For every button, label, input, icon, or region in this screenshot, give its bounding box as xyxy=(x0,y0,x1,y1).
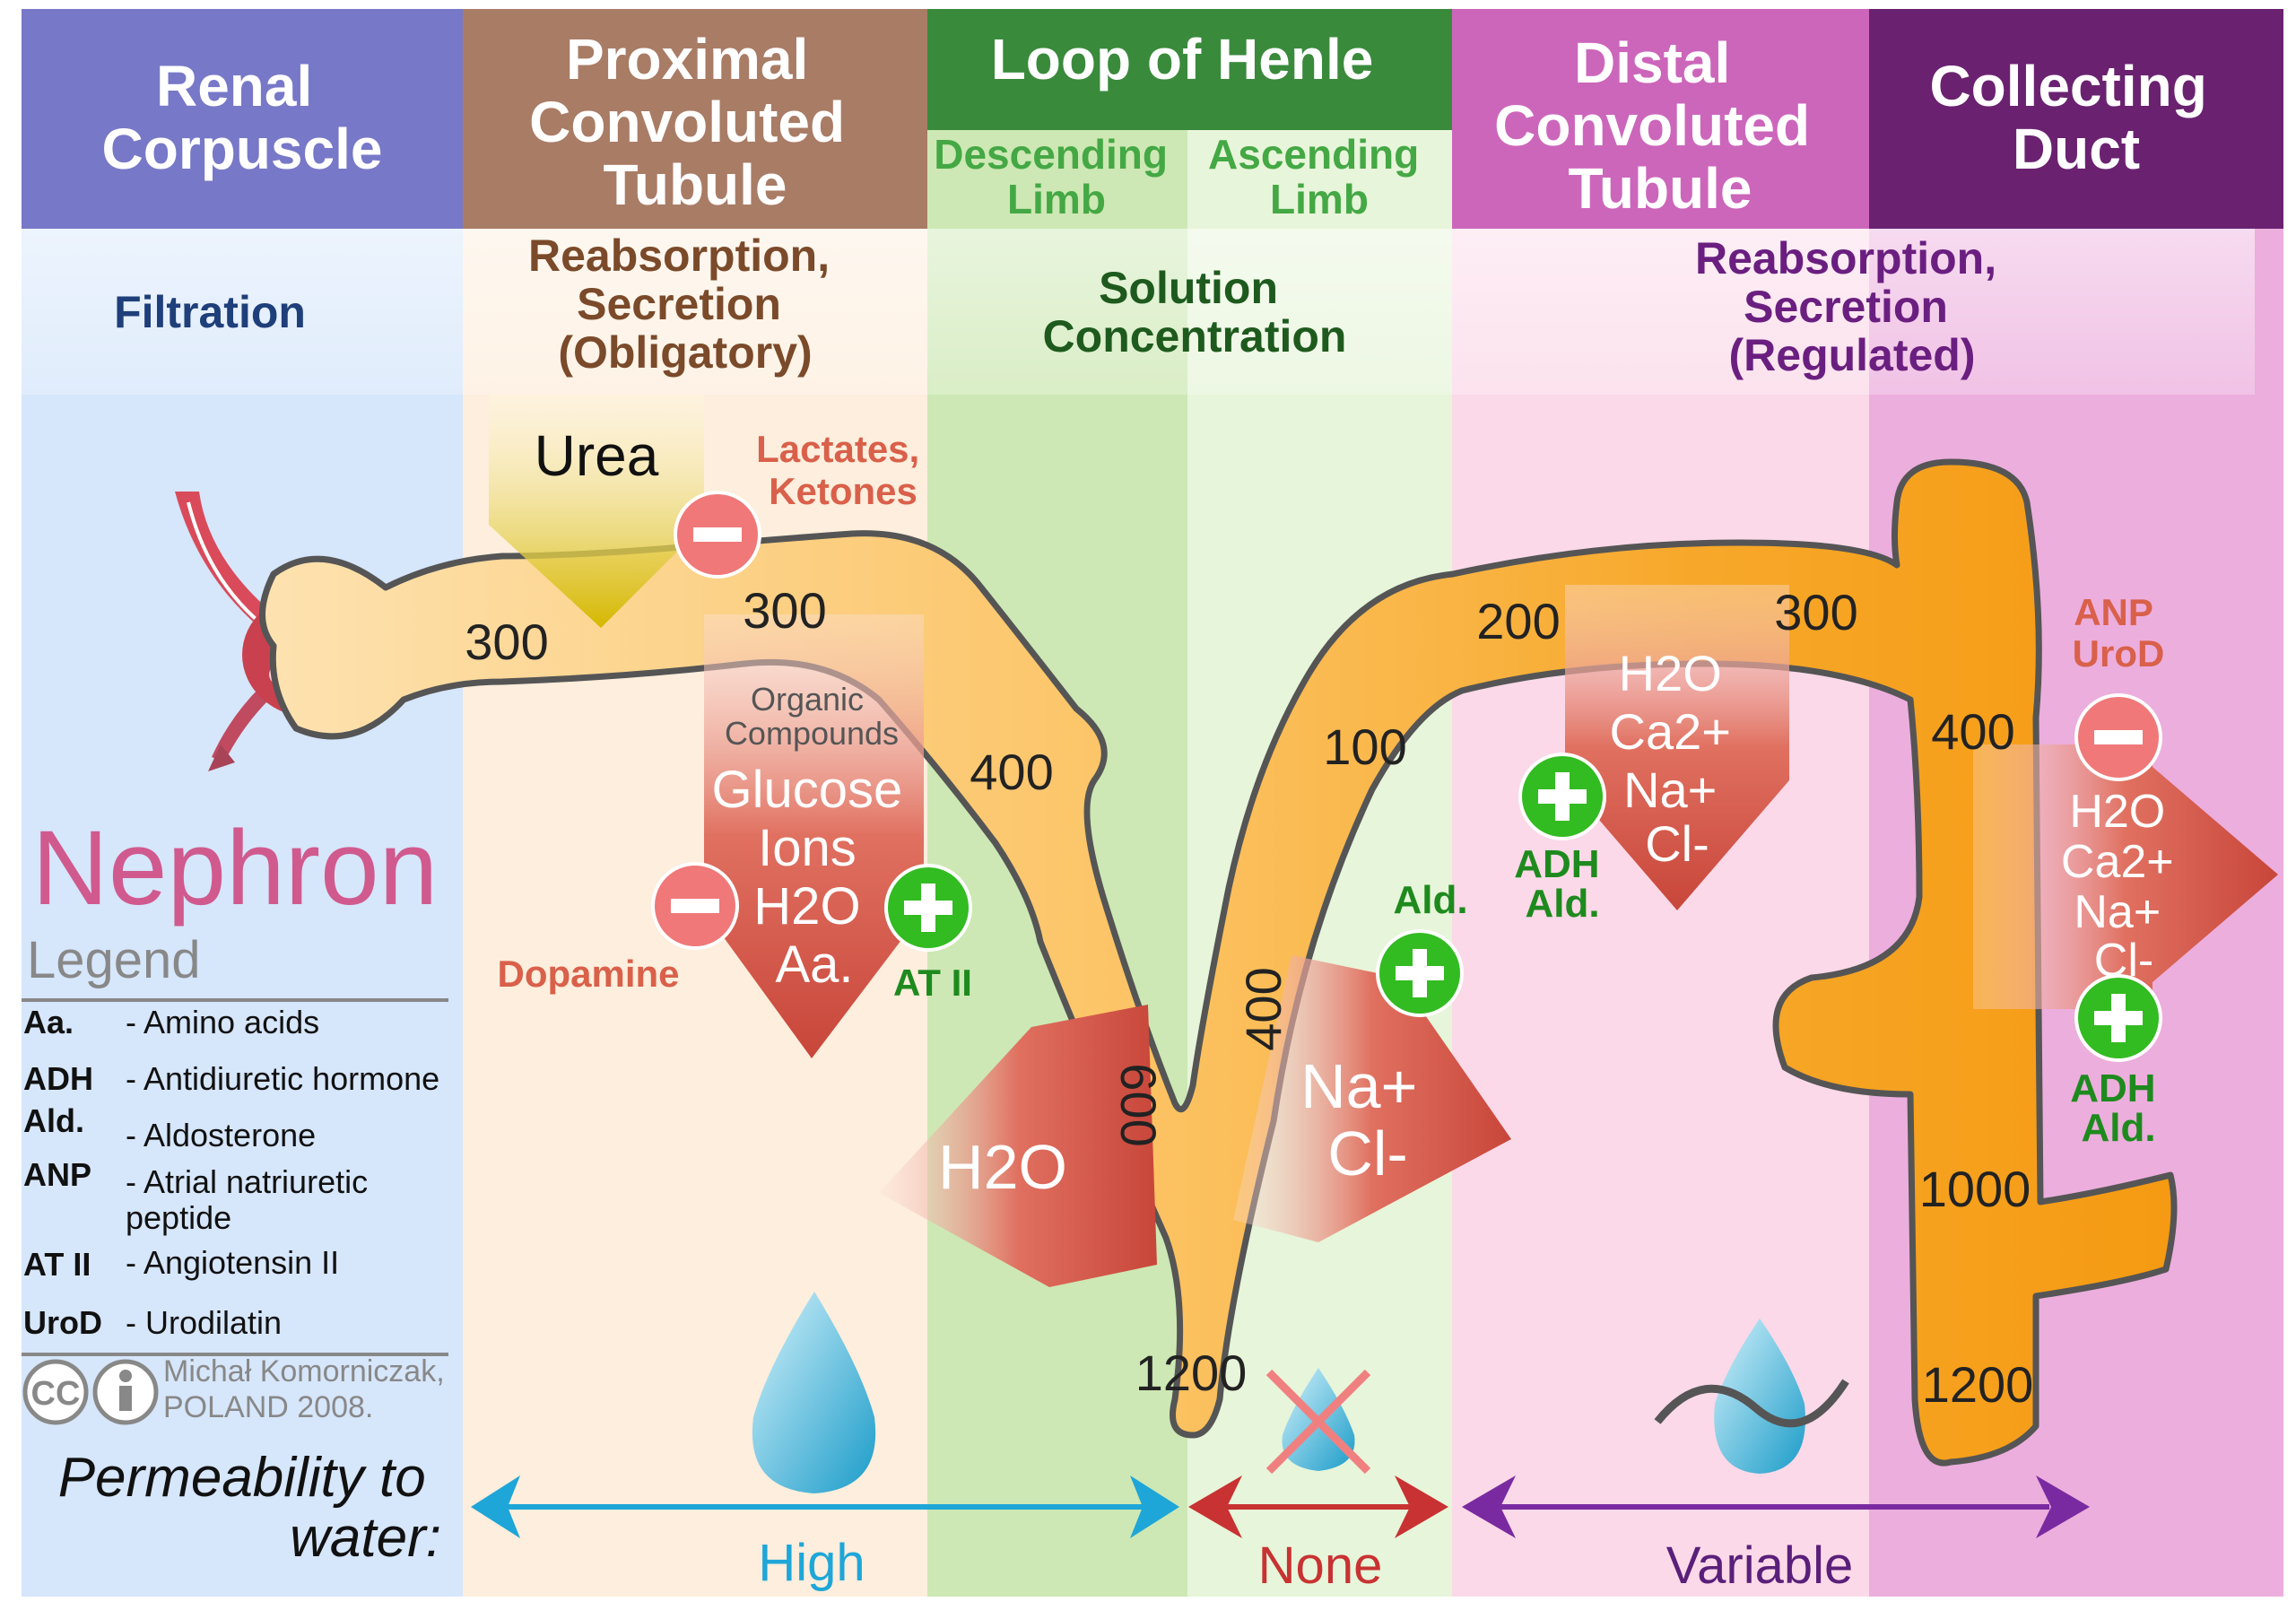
attribution-person-head xyxy=(119,1370,132,1382)
ald-loop-plus-v xyxy=(1413,949,1427,997)
variable-tilde-icon xyxy=(1654,1379,1849,1428)
lactates-ketones-label: Lactates, Ketones xyxy=(756,428,930,512)
collecting-substance-list: H2O Ca2+ Na+ Cl- xyxy=(2061,786,2187,987)
legend-desc-at2: - Angiotensin II xyxy=(126,1244,339,1281)
header-distal xyxy=(1452,9,1869,229)
adh-ald-distal-label: ADH Ald. xyxy=(1514,842,1611,926)
high-permeability-label: High xyxy=(758,1534,865,1592)
osmolarity-collecting-1200: 1200 xyxy=(1922,1356,2034,1413)
osmolarity-collecting-1000: 1000 xyxy=(1919,1161,2031,1217)
nacl-reabsorption-arrow xyxy=(1233,955,1511,1242)
header-distal-title: Distal Convoluted Tubule xyxy=(1494,30,1826,221)
legend-desc-ald: - Aldosterone xyxy=(126,1117,316,1153)
osmolarity-descending-600: 600 xyxy=(1110,1063,1167,1146)
osmolarity-collecting-400: 400 xyxy=(1931,703,2014,760)
at2-plus-v xyxy=(921,883,935,932)
arteriole-flow-arrow xyxy=(187,501,257,621)
renal-column-bg xyxy=(22,229,463,1597)
osmolarity-distal-200: 200 xyxy=(1476,593,1560,649)
arteriole-exit-arrow xyxy=(208,744,235,771)
no-water-cross-2 xyxy=(1265,1369,1371,1475)
nephron-title: Nephron xyxy=(32,809,439,927)
proximal-reabsorption-arrow xyxy=(704,614,924,1058)
header-ascending-limb: Ascending Limb xyxy=(1208,131,1431,222)
collecting-reabsorption-arrow xyxy=(1973,744,2278,1009)
legend-desc-urod: - Urodilatin xyxy=(126,1304,282,1341)
afferent-arteriole xyxy=(175,492,269,628)
water-drop-high-icon xyxy=(752,1292,876,1493)
legend-desc-anp-2: peptide xyxy=(126,1199,231,1236)
cc-license-icon xyxy=(22,1359,89,1425)
legend-abbr-at2: AT II xyxy=(23,1246,91,1283)
header-descending-limb: Descending Limb xyxy=(934,131,1179,222)
efferent-arteriole xyxy=(212,687,269,762)
distal-reabsorption-arrow xyxy=(1565,585,1789,910)
adh-ald-collecting-plus-v xyxy=(2111,994,2126,1042)
osmolarity-distal-300: 300 xyxy=(1774,584,1857,640)
high-arrowhead-left xyxy=(471,1475,520,1538)
urea-label: Urea xyxy=(535,423,659,488)
legend-desc-adh: - Antidiuretic hormone xyxy=(126,1060,439,1097)
urea-arrow xyxy=(489,395,704,628)
at2-label: AT II xyxy=(893,962,972,1004)
anp-urod-minus xyxy=(2094,730,2143,744)
ald-loop-label: Ald. xyxy=(1393,878,1467,922)
function-filtration: Filtration xyxy=(114,287,306,337)
water-reabsorption-arrow xyxy=(879,1005,1157,1287)
lactates-inhibit-minus xyxy=(693,527,742,542)
legend-abbr-ald: Ald. xyxy=(23,1102,84,1139)
osmolarity-ascending-100: 100 xyxy=(1323,718,1406,775)
header-renal xyxy=(22,9,463,229)
distal-substance-list: H2O Ca2+ Na+ Cl- xyxy=(1610,645,1745,872)
high-arrowhead-right xyxy=(1130,1475,1179,1538)
water-label: H2O xyxy=(938,1132,1067,1202)
variable-arrowhead-right xyxy=(2036,1475,2090,1538)
header-collecting xyxy=(1869,9,2283,229)
legend-abbr-aa: Aa. xyxy=(23,1004,74,1040)
cc-license-text: CC xyxy=(31,1375,81,1413)
function-band xyxy=(22,229,2255,395)
header-collecting-title: Collecting Duct xyxy=(1929,54,2222,181)
dopamine-inhibit-minus xyxy=(671,899,719,913)
none-arrowhead-left xyxy=(1188,1475,1242,1538)
credit-text: Michał Komorniczak, POLAND 2008. xyxy=(163,1354,453,1424)
header-henle-title: Loop of Henle xyxy=(991,27,1374,91)
none-permeability-label: None xyxy=(1258,1536,1383,1595)
variable-permeability-label: Variable xyxy=(1666,1536,1854,1595)
distal-column-bg xyxy=(1452,229,1869,1597)
anp-urod-label: ANP UroD xyxy=(2073,591,2165,675)
function-proximal: Reabsorption, Secretion (Obligatory) xyxy=(528,231,842,378)
osmolarity-descending-400: 400 xyxy=(970,744,1053,800)
header-proximal-title: Proximal Convoluted Tubule xyxy=(529,27,861,217)
water-drop-variable-icon xyxy=(1714,1319,1805,1474)
osmolarity-ascending-400: 400 xyxy=(1235,967,1292,1050)
legend-heading: Legend xyxy=(27,931,201,989)
function-distal: Reabsorption, Secretion (Regulated) xyxy=(1695,233,2009,380)
osmolarity-bottom: 1200 xyxy=(1135,1345,1248,1401)
adh-ald-distal-plus-v xyxy=(1555,772,1570,821)
adh-ald-collecting-label: ADH Ald. xyxy=(2070,1066,2167,1150)
osmolarity-proximal: 300 xyxy=(743,582,826,639)
variable-arrowhead-left xyxy=(1462,1475,1516,1538)
header-henle xyxy=(927,9,1452,130)
legend-abbr-adh: ADH xyxy=(23,1060,93,1097)
header-proximal xyxy=(463,9,927,229)
function-loop: Solution Concentration xyxy=(1043,263,1347,361)
legend-abbr-anp: ANP xyxy=(23,1156,91,1193)
header-renal-title: Renal Corpuscle xyxy=(102,54,383,181)
organic-compounds-label: Organic Compounds xyxy=(725,681,899,752)
legend-desc-anp: - Atrial natriuretic xyxy=(126,1163,368,1200)
permeability-label: Permeability to water: xyxy=(58,1447,441,1569)
legend-desc-aa: - Amino acids xyxy=(126,1004,319,1040)
attribution-person-body xyxy=(119,1386,132,1411)
proximal-substance-list: Glucose Ions H2O Aa. xyxy=(712,761,918,994)
nacl-label: Na+ Cl- xyxy=(1300,1051,1435,1188)
osmolarity-corpuscle: 300 xyxy=(465,614,548,670)
none-arrowhead-right xyxy=(1395,1475,1448,1538)
dopamine-label: Dopamine xyxy=(497,953,679,995)
legend-abbr-urod: UroD xyxy=(23,1304,102,1341)
